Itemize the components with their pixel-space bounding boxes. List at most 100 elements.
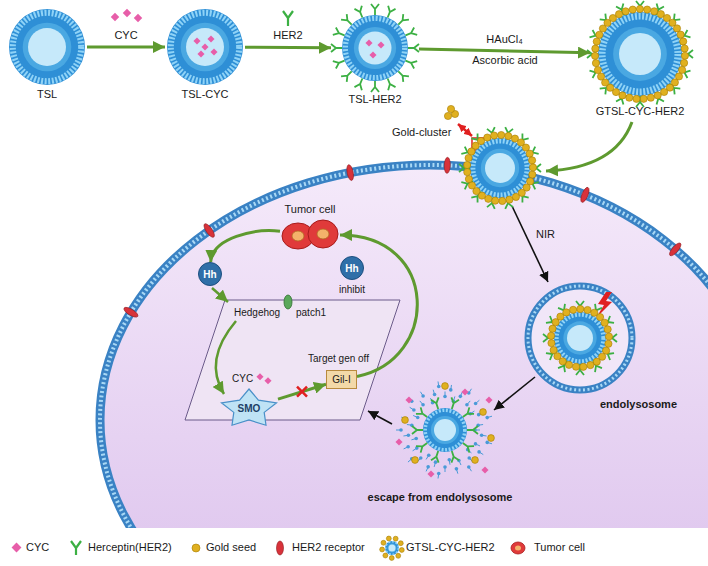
release-arrow xyxy=(368,411,392,424)
gold-seed xyxy=(626,94,633,101)
endolysosome-membrane xyxy=(528,286,632,390)
annotation-label: endolysosome xyxy=(600,398,677,411)
antibody xyxy=(354,77,366,90)
gold-seed xyxy=(601,319,608,326)
gold-seed xyxy=(498,131,505,138)
lipid-heads xyxy=(425,410,465,450)
liposome-shell xyxy=(470,138,530,198)
cyc-molecule xyxy=(405,396,412,403)
antibody xyxy=(412,426,423,434)
gold-seed xyxy=(593,358,600,365)
aqueous-core xyxy=(28,28,66,66)
lipid-fragment xyxy=(433,393,437,397)
aqueous-core xyxy=(359,32,392,65)
antibody xyxy=(384,77,396,90)
flow-arrow xyxy=(211,231,280,262)
liposome-shell xyxy=(554,312,606,364)
gold-seed xyxy=(593,38,600,45)
smo-star-shape xyxy=(221,389,276,425)
flow-arrow xyxy=(419,49,590,53)
gold-seed xyxy=(396,553,401,558)
her2-receptor xyxy=(202,222,216,239)
annotation-label: NIR xyxy=(536,228,555,241)
gold-seed xyxy=(592,45,599,52)
block-mark xyxy=(297,387,307,397)
gold-seed xyxy=(580,363,587,370)
gold-seed xyxy=(597,73,604,80)
gold-seed xyxy=(547,332,554,339)
lipid-fragment xyxy=(474,402,478,406)
gold-seed xyxy=(549,325,556,332)
gold-seed xyxy=(673,25,680,32)
antibody xyxy=(416,440,430,453)
legend-text: GTSL-CYC-HER2 xyxy=(406,541,495,554)
gold-seed xyxy=(661,88,668,95)
cell-membrane xyxy=(100,165,708,566)
antibody xyxy=(404,57,417,69)
her2-receptor xyxy=(123,306,140,319)
node-text: Gil-I xyxy=(332,373,350,386)
node-text: Tumor cell xyxy=(285,203,336,216)
her2-receptor xyxy=(668,241,683,257)
gold-liposome: GTSL-CYC-HER2 xyxy=(590,4,690,104)
gold-seed xyxy=(480,409,487,416)
liposome: TSL-HER2 xyxy=(331,4,419,92)
cyc-molecule xyxy=(207,35,214,42)
gold-seed xyxy=(604,326,611,333)
gold-seed xyxy=(472,457,479,464)
gold-seed xyxy=(570,306,577,313)
node-text: TSL-CYC xyxy=(181,88,228,101)
lipid-fragment xyxy=(455,467,459,471)
annotation-label: escape from endolysosome xyxy=(368,491,513,504)
cyc-molecule xyxy=(395,438,402,445)
antibody xyxy=(530,164,541,172)
legend-text: Herceptin(HER2) xyxy=(88,541,172,554)
lipid-heads xyxy=(602,16,678,92)
gold-seed xyxy=(681,52,688,59)
antibody xyxy=(576,301,584,312)
annotation-label: Hedgehog xyxy=(234,306,280,319)
pathway-plane xyxy=(185,300,400,420)
cyc-molecule xyxy=(481,466,488,473)
lipid-heads xyxy=(171,13,239,81)
aqueous-core xyxy=(389,545,396,552)
antibody xyxy=(460,440,474,453)
legend-band xyxy=(0,528,708,566)
lipid-heads xyxy=(386,542,399,555)
node-text: Hh xyxy=(345,262,358,275)
antibody xyxy=(354,6,366,19)
gold-seed xyxy=(584,306,591,313)
tumor-cell-illustration xyxy=(282,220,338,249)
gold-seed xyxy=(529,157,536,164)
flow-arrow xyxy=(278,384,326,399)
gold-seed xyxy=(563,309,570,316)
lipid-fragment xyxy=(407,433,411,437)
gold-seed xyxy=(577,305,584,312)
lipid-fragment xyxy=(414,437,418,441)
gold-seed xyxy=(468,182,475,189)
lipid-fragment xyxy=(485,441,489,445)
aqueous-core xyxy=(485,153,515,183)
node-text: SMO xyxy=(238,402,261,415)
lipid-fragment xyxy=(485,416,489,420)
edge-label: HAuCl₄ xyxy=(486,33,522,46)
cyc-molecule xyxy=(365,39,372,46)
flow-arrow xyxy=(87,46,165,49)
gold-seed xyxy=(647,94,654,101)
legend-text: CYC xyxy=(26,541,49,554)
antibody xyxy=(371,81,379,92)
liposome-illustration xyxy=(9,9,85,85)
gold-seed xyxy=(465,154,472,161)
antibody xyxy=(331,44,342,52)
edge-label: HER2 xyxy=(273,29,302,42)
liposome: TSL-CYC xyxy=(165,7,245,87)
aqueous-core xyxy=(567,325,593,351)
lipid-tails xyxy=(23,23,72,72)
gold-seed xyxy=(505,132,512,139)
gold-seed xyxy=(572,363,579,370)
antibody xyxy=(431,397,442,410)
lipid-fragment xyxy=(443,465,447,469)
gold-seed xyxy=(398,541,403,546)
antibody xyxy=(460,407,474,420)
gold-seed xyxy=(596,31,603,38)
